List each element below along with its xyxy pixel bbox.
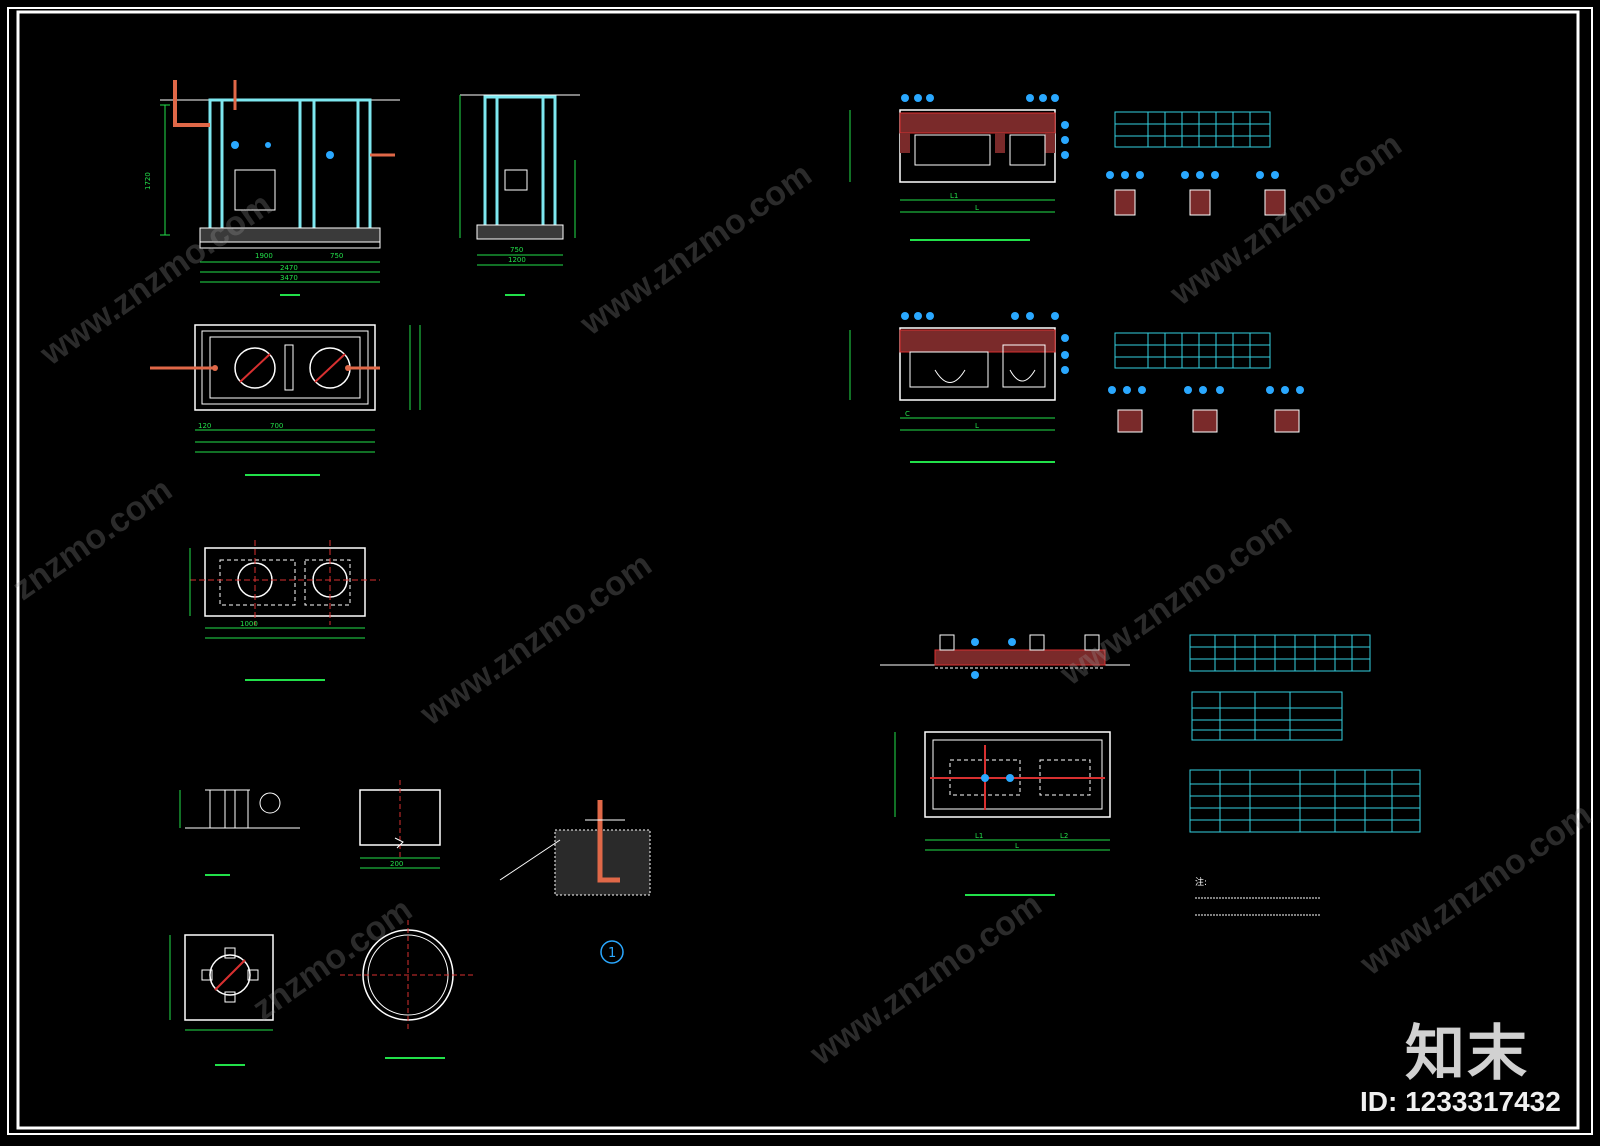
notes-block: 注: [1195, 876, 1320, 916]
dim-700: 700 [270, 422, 283, 430]
dim-1900: 1900 [255, 252, 273, 260]
detail-step [179, 789, 300, 876]
slab-label-L: L [1015, 842, 1019, 850]
slab-table-2 [1191, 691, 1343, 741]
slab-table-1 [1189, 634, 1371, 672]
dim-3470: 3470 [280, 274, 298, 282]
detail-manhole-frame [169, 934, 274, 1066]
sheet-inner-border [16, 10, 1580, 1130]
beam-elevation-2: L C [849, 312, 1069, 463]
dim-750-a: 750 [330, 252, 343, 260]
watermark-id: ID: 1233317432 [1360, 1086, 1561, 1117]
slab-label-L1: L1 [975, 832, 983, 840]
dim-200: 200 [390, 860, 403, 868]
detail-ref-number: 1 [608, 946, 616, 961]
detail-ring [340, 920, 475, 1059]
detail-cover-section: 200 [359, 780, 441, 869]
sheet-outer-border [7, 7, 1593, 1135]
dim-750-b: 750 [510, 246, 523, 254]
slab-label-L2: L2 [1060, 832, 1068, 840]
notes-title: 注: [1195, 876, 1207, 888]
dim-2470: 2470 [280, 264, 298, 272]
section-elevation-a: 1900 2470 3470 750 1720 [144, 80, 400, 296]
dim-1720: 1720 [144, 172, 152, 190]
base-slab-section [880, 634, 1130, 679]
rebar-table-2 [1114, 332, 1271, 369]
plan-view: 700 120 [150, 324, 421, 476]
beam-elevation-1: L L1 [849, 94, 1069, 241]
beam-sections-1 [1106, 171, 1286, 216]
watermark-logo: 知末 [1405, 1019, 1529, 1089]
beam1-label-L: L [975, 204, 979, 212]
slab-table-3 [1189, 769, 1421, 833]
detail-ref-circle [600, 940, 624, 964]
beam1-label-L1: L1 [950, 192, 958, 200]
beam-sections-2 [1108, 386, 1304, 433]
detail-anchor: 1 [499, 800, 651, 964]
dim-1000: 1000 [240, 620, 258, 628]
dim-120: 120 [198, 422, 211, 430]
beam2-label-C: C [905, 410, 910, 418]
cover-plan: 1000 [189, 540, 380, 681]
base-slab-plan: L L1 L2 [894, 731, 1111, 896]
beam2-label-L: L [975, 422, 979, 430]
dim-1200: 1200 [508, 256, 526, 264]
rebar-table-1 [1114, 111, 1271, 148]
section-elevation-b: 750 1200 [459, 94, 580, 296]
